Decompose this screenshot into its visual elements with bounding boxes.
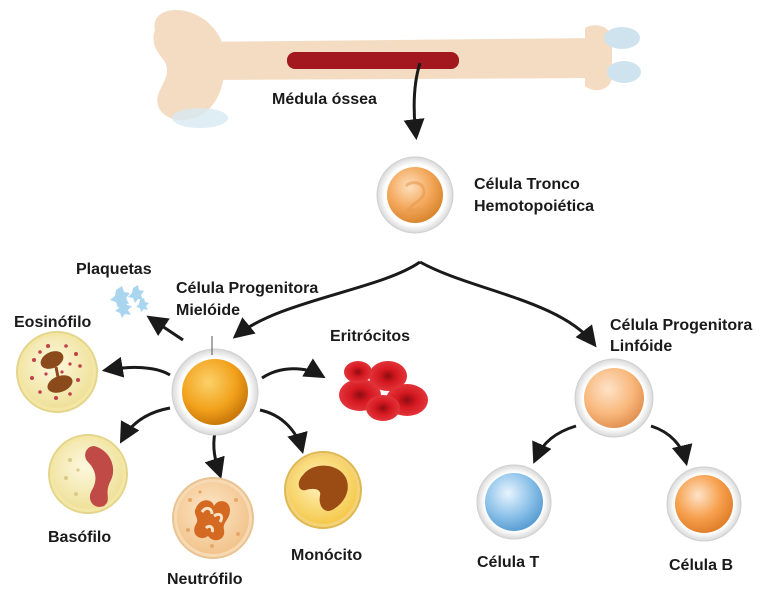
arrow-stem-to-lymphoid — [420, 262, 594, 344]
arrow-to-monocito — [260, 410, 302, 450]
label-celula-tronco-line2: Hemotopoiética — [474, 197, 594, 217]
label-celula-t: Célula T — [477, 553, 539, 573]
arrow-to-plaquetas — [150, 318, 183, 340]
monocyte-cell — [285, 452, 361, 528]
arrow-to-eritrocitos — [262, 369, 322, 378]
label-monocito: Monócito — [291, 546, 362, 566]
arrow-stem-to-myeloid — [236, 262, 420, 336]
arrow-to-neutrofilo — [214, 432, 220, 475]
stem-cell — [377, 157, 453, 233]
label-linfoide-line1: Célula Progenitora — [610, 316, 752, 336]
label-medula-ossea: Médula óssea — [272, 90, 377, 110]
basophil-cell — [49, 435, 127, 513]
label-plaquetas: Plaquetas — [76, 260, 152, 280]
arrow-to-celula-t — [535, 426, 576, 460]
label-linfoide-line2: Linfóide — [610, 337, 672, 357]
lymphoid-progenitor-cell — [575, 359, 653, 437]
arrow-to-basofilo — [122, 408, 170, 440]
label-mieloide-line2: Mielóide — [176, 301, 240, 321]
label-neutrofilo: Neutrófilo — [167, 570, 243, 590]
label-basofilo: Basófilo — [48, 528, 111, 548]
arrow-to-eosinofilo — [106, 367, 170, 375]
bone-marrow-band — [287, 52, 459, 69]
label-eritrocitos: Eritrócitos — [330, 327, 410, 347]
neutrophil-cell — [173, 478, 253, 558]
arrow-to-celula-b — [651, 426, 686, 462]
b-cell — [667, 467, 741, 541]
erythrocytes — [339, 361, 428, 421]
myeloid-progenitor-cell — [172, 336, 258, 435]
platelets — [110, 285, 149, 318]
eosinophil-cell — [17, 332, 97, 412]
label-celula-b: Célula B — [669, 556, 733, 576]
label-mieloide-line1: Célula Progenitora — [176, 279, 318, 299]
label-eosinofilo: Eosinófilo — [14, 313, 91, 333]
label-celula-tronco-line1: Célula Tronco — [474, 175, 580, 195]
t-cell — [477, 465, 551, 539]
bone-illustration — [153, 10, 641, 128]
